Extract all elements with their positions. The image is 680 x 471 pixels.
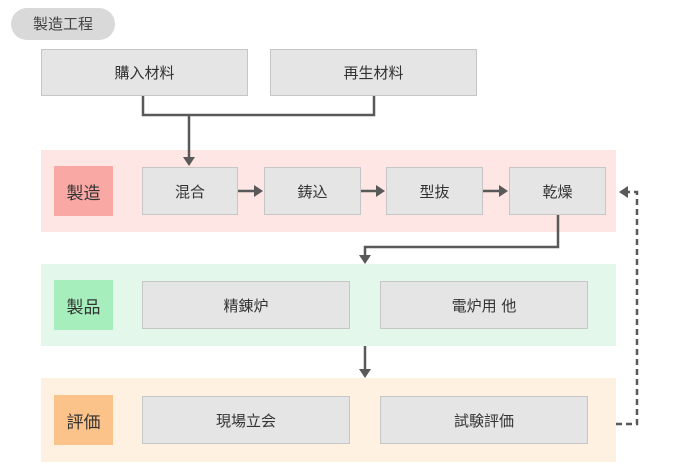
inputs-merge-line [141,96,376,117]
manufacturing-label: 製造 [54,166,113,216]
step-casting-box: 鋳込 [264,167,361,215]
arrowhead-dry [499,185,508,197]
evaluation-testing-box: 試験評価 [380,396,588,444]
arrowhead-merge [183,157,195,166]
step-drying-box: 乾燥 [509,167,606,215]
products-label: 製品 [54,280,113,330]
arrowhead-feedback [619,186,628,198]
purchased-material-box: 購入材料 [41,49,248,96]
step-mixing-box: 混合 [142,167,238,215]
step-demolding-box: 型抜 [386,167,483,215]
arrowhead-demold [376,185,385,197]
evaluation-label: 評価 [54,395,113,445]
arrowhead-products [359,255,371,264]
diagram-title: 製造工程 [11,8,115,40]
arrowhead-cast [254,185,263,197]
arrowhead-evaluation [359,369,371,378]
product-electric-furnace-box: 電炉用 他 [380,281,588,329]
dry-to-products-line [363,215,560,256]
feedback-dashed-line [616,190,639,426]
evaluation-onsite-box: 現場立会 [142,396,350,444]
recycled-material-box: 再生材料 [270,49,477,96]
product-refining-furnace-box: 精錬炉 [142,281,350,329]
